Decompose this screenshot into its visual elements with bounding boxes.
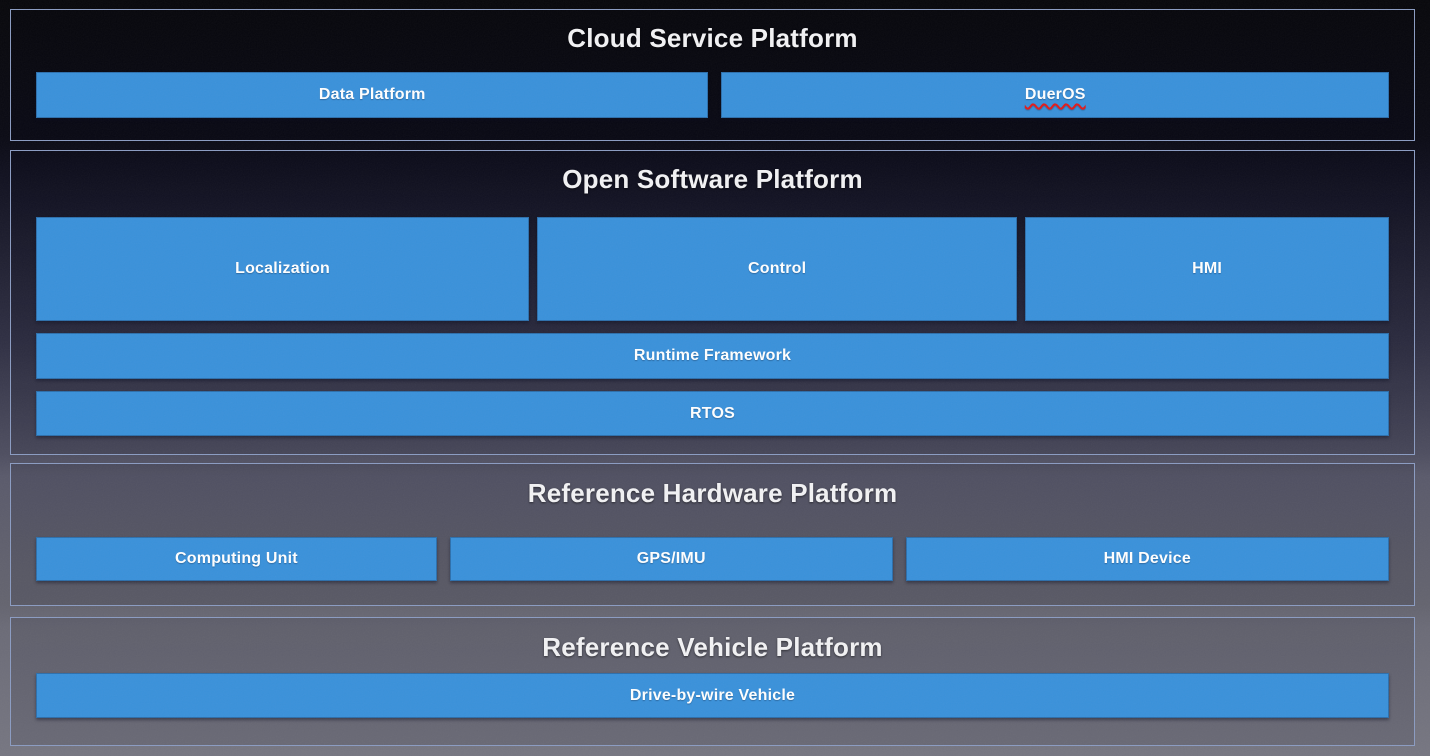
box-runtime-framework: Runtime Framework xyxy=(36,333,1389,379)
box-label-dueros: DuerOS xyxy=(1025,86,1086,104)
box-localization: Localization xyxy=(36,217,529,321)
section-title-cloud-service-platform: Cloud Service Platform xyxy=(11,23,1414,54)
section-title-open-software-platform: Open Software Platform xyxy=(11,164,1414,195)
runtime-framework-row: Runtime Framework xyxy=(36,333,1389,379)
box-label-computing-unit: Computing Unit xyxy=(175,550,298,568)
box-label-runtime-framework: Runtime Framework xyxy=(634,347,791,365)
box-dueros: DuerOS xyxy=(721,72,1389,118)
vehicle-boxes-row: Drive-by-wire Vehicle xyxy=(36,673,1389,718)
box-label-rtos: RTOS xyxy=(690,405,735,423)
box-hmi: HMI xyxy=(1025,217,1389,321)
box-label-control: Control xyxy=(748,260,806,278)
box-label-hmi-device: HMI Device xyxy=(1104,550,1191,568)
box-label-hmi: HMI xyxy=(1192,260,1222,278)
section-open-software-platform: Open Software Platform Localization Cont… xyxy=(10,150,1415,455)
cloud-boxes-row: Data Platform DuerOS xyxy=(36,72,1389,118)
box-rtos: RTOS xyxy=(36,391,1389,436)
box-computing-unit: Computing Unit xyxy=(36,537,437,581)
section-reference-hardware-platform: Reference Hardware Platform Computing Un… xyxy=(10,463,1415,606)
box-hmi-device: HMI Device xyxy=(906,537,1389,581)
box-control: Control xyxy=(537,217,1017,321)
rtos-row: RTOS xyxy=(36,391,1389,436)
box-label-data-platform: Data Platform xyxy=(319,86,426,104)
box-label-drive-by-wire-vehicle: Drive-by-wire Vehicle xyxy=(630,687,795,705)
section-cloud-service-platform: Cloud Service Platform Data Platform Due… xyxy=(10,9,1415,141)
box-gps-imu: GPS/IMU xyxy=(450,537,893,581)
box-label-localization: Localization xyxy=(235,260,330,278)
box-drive-by-wire-vehicle: Drive-by-wire Vehicle xyxy=(36,673,1389,718)
box-data-platform: Data Platform xyxy=(36,72,708,118)
section-title-reference-hardware-platform: Reference Hardware Platform xyxy=(11,478,1414,509)
software-modules-row: Localization Control HMI xyxy=(36,217,1389,321)
section-title-reference-vehicle-platform: Reference Vehicle Platform xyxy=(11,632,1414,663)
hardware-boxes-row: Computing Unit GPS/IMU HMI Device xyxy=(36,537,1389,581)
box-label-gps-imu: GPS/IMU xyxy=(637,550,706,568)
section-reference-vehicle-platform: Reference Vehicle Platform Drive-by-wire… xyxy=(10,617,1415,746)
